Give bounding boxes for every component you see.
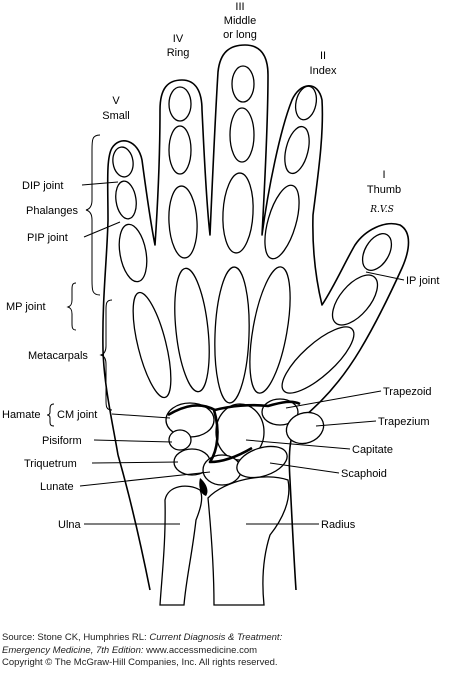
ring-finger-name: Ring <box>167 47 190 59</box>
copyright-line: Copyright © The McGraw-Hill Companies, I… <box>2 657 278 668</box>
middle-finger-numeral: III <box>235 1 244 13</box>
small-finger-name: Small <box>102 110 130 122</box>
index-metacarpal <box>249 266 291 394</box>
source-line-2: Emergency Medicine, 7th Edition: www.acc… <box>2 645 448 658</box>
ring-distal-phalanx <box>168 86 192 122</box>
mp-joint-brace <box>66 282 77 331</box>
middle-finger-name: Middle <box>224 15 256 27</box>
cm-joint-label: CM joint <box>57 409 97 421</box>
small-proximal-phalanx <box>118 223 148 283</box>
cm-joint-line <box>167 400 301 417</box>
triquetrum-label: Triquetrum <box>24 458 77 470</box>
hand-outline <box>102 44 410 591</box>
index-proximal-phalanx <box>264 184 300 260</box>
radius-label: Radius <box>321 519 356 531</box>
thumb-proximal-phalanx <box>331 274 379 326</box>
ulna-bone <box>159 485 203 606</box>
middle-proximal-phalanx <box>222 172 254 254</box>
middle-metacarpal <box>214 266 250 404</box>
metacarpals-label: Metacarpals <box>28 350 88 362</box>
forearm-outline-left <box>117 454 151 591</box>
ulna-label: Ulna <box>58 519 82 531</box>
small-finger-numeral: V <box>112 95 120 107</box>
ring-metacarpal <box>174 267 210 393</box>
hamate-brace <box>46 403 55 427</box>
index-middle-phalanx <box>284 125 310 175</box>
thumb-numeral: I <box>382 169 385 181</box>
source-line-1: Source: Stone CK, Humphries RL: Current … <box>2 632 448 645</box>
pisiform-leader <box>93 439 173 443</box>
ring-middle-phalanx <box>168 125 192 175</box>
index-finger-numeral: II <box>320 50 326 62</box>
hamate-label: Hamate <box>2 409 41 421</box>
scaphoid-label: Scaphoid <box>341 468 387 480</box>
lunate-label: Lunate <box>40 481 74 493</box>
ip-joint-label: IP joint <box>406 275 439 287</box>
source-authors: Source: Stone CK, Humphries RL: <box>2 632 150 643</box>
trapezium-bone <box>285 411 325 445</box>
source-title-part2: Emergency Medicine, 7th Edition: <box>2 644 144 656</box>
dip-joint-label: DIP joint <box>22 180 63 192</box>
thumb-name: Thumb <box>367 184 401 196</box>
scaphoid-leader <box>269 462 340 474</box>
ring-finger-numeral: IV <box>173 33 184 45</box>
phalanges-brace <box>85 134 101 296</box>
metacarpals-brace <box>99 299 113 411</box>
radius-bone <box>207 476 290 606</box>
phalanges-label: Phalanges <box>26 205 78 217</box>
middle-middle-phalanx <box>229 107 255 163</box>
pisiform-label: Pisiform <box>42 435 82 447</box>
trapezium-leader <box>315 420 377 427</box>
source-url: www.accessmedicine.com <box>143 644 258 656</box>
trapezoid-label: Trapezoid <box>383 386 432 398</box>
lunate-leader <box>79 471 211 487</box>
source-citation: Source: Stone CK, Humphries RL: Current … <box>2 632 448 670</box>
small-middle-phalanx <box>115 180 137 220</box>
ip-joint-leader <box>365 271 405 281</box>
artist-signature: R.V.S <box>369 205 394 215</box>
middle-distal-phalanx <box>231 65 255 103</box>
hand-anatomy-diagram: V Small IV Ring III Middle or long II In… <box>2 1 439 606</box>
small-metacarpal <box>132 291 172 399</box>
cm-joint-leader <box>111 413 171 419</box>
capitate-label: Capitate <box>352 444 393 456</box>
thumb-distal-phalanx <box>361 233 393 271</box>
dip-joint-leader <box>81 181 119 186</box>
pip-joint-label: PIP joint <box>27 232 68 244</box>
trapezium-label: Trapezium <box>378 416 430 428</box>
mp-joint-label: MP joint <box>6 301 46 313</box>
trapezoid-leader <box>285 390 382 409</box>
ring-proximal-phalanx <box>168 185 198 259</box>
index-finger-name: Index <box>310 65 337 77</box>
capitate-leader <box>245 439 351 450</box>
thumb-metacarpal <box>281 326 355 394</box>
midcarpal-joint-line <box>208 409 253 464</box>
middle-finger-name2: or long <box>223 29 257 41</box>
index-distal-phalanx <box>294 85 318 121</box>
source-title-part1: Current Diagnosis & Treatment: <box>149 632 283 643</box>
small-distal-phalanx <box>112 146 134 178</box>
pisiform-bone <box>168 429 192 451</box>
triquetrum-leader <box>91 461 179 464</box>
scaphoid-bone <box>236 445 288 479</box>
pip-joint-leader <box>83 221 121 238</box>
